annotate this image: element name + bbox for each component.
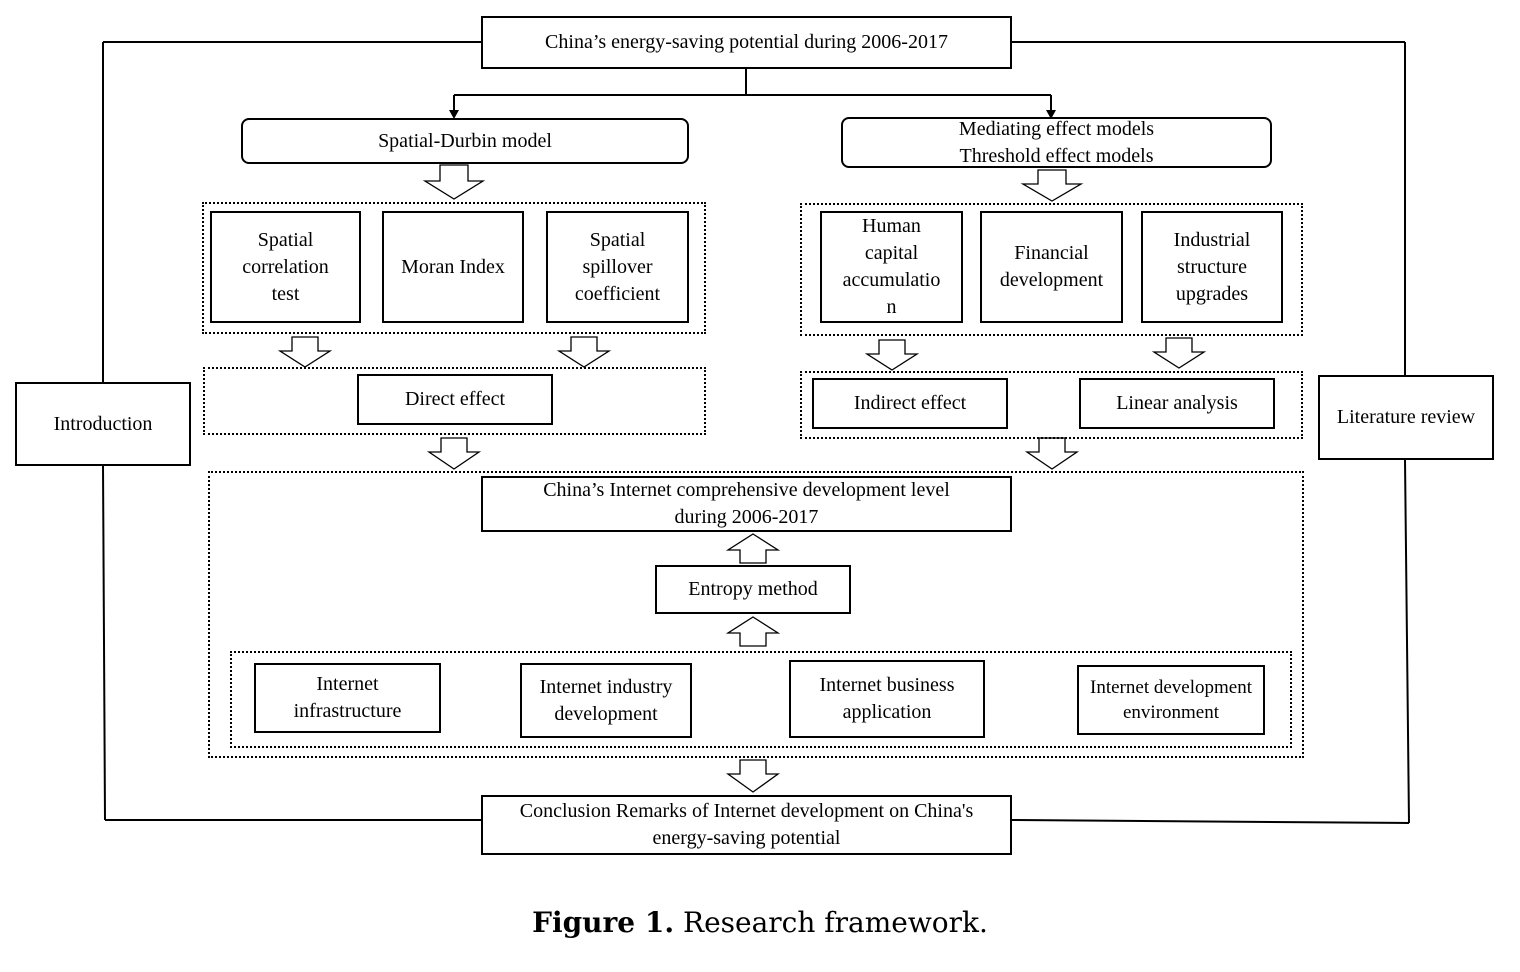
indirect-effect-box: Indirect effect [812, 378, 1008, 429]
internet-infrastructure-box: Internet infrastructure [254, 663, 441, 733]
down-arrow [1151, 337, 1207, 369]
entropy-method-box: Entropy method [655, 565, 851, 614]
internet-industry-box: Internet industry development [520, 663, 692, 738]
figure-caption: Figure 1. Research framework. [0, 906, 1520, 939]
arrowhead-left [449, 110, 459, 119]
caption-label: Figure 1. [532, 906, 675, 939]
right-mechanisms-group [800, 203, 1303, 336]
up-arrow [725, 616, 781, 647]
frame-line [1010, 819, 1410, 824]
arrowhead-right [1046, 110, 1056, 119]
mediating-threshold-box: Mediating effect models Threshold effect… [841, 117, 1272, 168]
moran-index-box: Moran Index [382, 211, 524, 323]
down-arrow [725, 759, 781, 793]
internet-environment-box: Internet development environment [1077, 665, 1265, 735]
left-methods-group [202, 202, 706, 334]
frame-line [102, 464, 106, 821]
down-arrow [277, 336, 333, 368]
indirect-effect-group [800, 371, 1303, 439]
down-arrow [864, 339, 920, 371]
caption-text: Research framework. [682, 906, 988, 939]
introduction-box: Introduction [15, 382, 191, 466]
down-arrow [426, 437, 482, 470]
direct-effect-box: Direct effect [357, 374, 553, 425]
up-arrow [725, 533, 781, 564]
conclusion-box: Conclusion Remarks of Internet developme… [481, 795, 1012, 855]
spatial-correlation-box: Spatial correlation test [210, 211, 361, 323]
direct-effect-group [203, 367, 706, 435]
internet-level-box: China’s Internet comprehensive developme… [481, 476, 1012, 532]
financial-development-box: Financial development [980, 211, 1123, 323]
down-arrow [1020, 169, 1084, 202]
literature-review-box: Literature review [1318, 375, 1494, 460]
frame-line [1404, 459, 1410, 824]
spatial-durbin-box: Spatial-Durbin model [241, 118, 689, 164]
spatial-spillover-box: Spatial spillover coefficient [546, 211, 689, 323]
internet-dimensions-group [230, 651, 1292, 748]
down-arrow [556, 336, 612, 368]
top-box: China’s energy-saving potential during 2… [481, 16, 1012, 69]
linear-analysis-box: Linear analysis [1079, 378, 1275, 429]
down-arrow [422, 164, 486, 200]
down-arrow [1024, 437, 1080, 470]
human-capital-box: Human capital accumulatio n [820, 211, 963, 323]
internet-level-group [208, 471, 1304, 758]
industrial-structure-box: Industrial structure upgrades [1141, 211, 1283, 323]
internet-business-box: Internet business application [789, 660, 985, 738]
